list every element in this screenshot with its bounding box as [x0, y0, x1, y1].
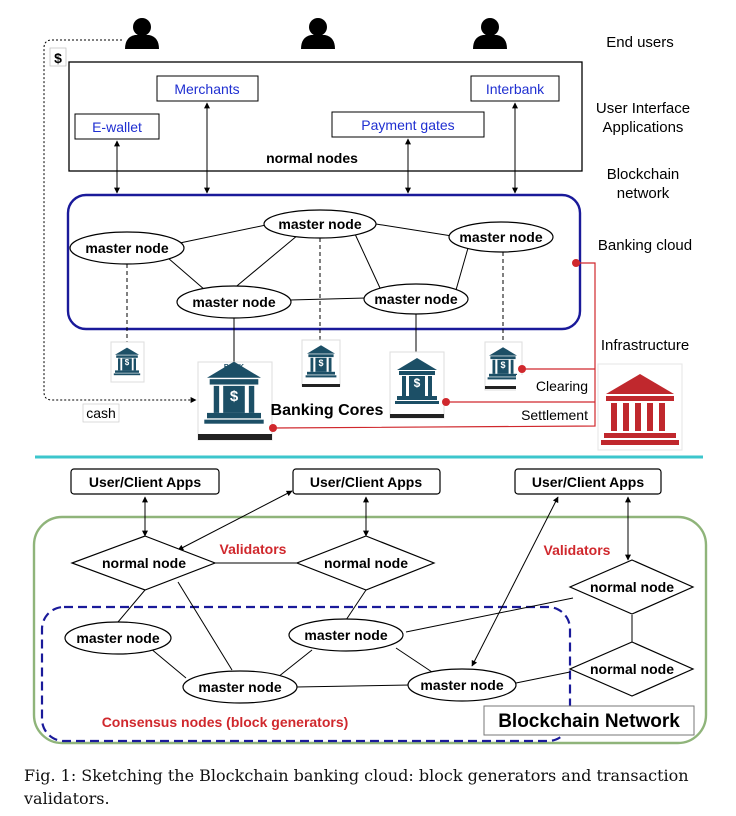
- normal-node: [568, 641, 695, 697]
- normal-nodes-label: normal nodes: [266, 150, 358, 166]
- normal-node-label: normal node: [590, 661, 674, 677]
- bank-building-icon: [389, 351, 445, 419]
- master-node: [407, 668, 517, 702]
- cash-flow-path: [43, 39, 197, 403]
- bank-building-icon: [110, 341, 145, 383]
- label-end-users: End users: [606, 34, 674, 51]
- blockchain-network-box: [32, 515, 708, 745]
- master-node-label: master node: [85, 240, 168, 256]
- connector-dot: [442, 398, 450, 406]
- master-node-label: master node: [278, 216, 361, 232]
- clearing-label: Clearing: [536, 378, 588, 394]
- master-node: [64, 621, 172, 655]
- app-payment-gates-label: Payment gates: [361, 117, 454, 133]
- app-interbank-label: Interbank: [486, 81, 545, 97]
- figure-caption: Fig. 1: Sketching the Blockchain banking…: [24, 766, 689, 808]
- app-payment-gates: [331, 111, 485, 138]
- connector-dot: [572, 259, 580, 267]
- label-ui-apps-1: User Interface: [596, 100, 690, 117]
- client-apps-box: [70, 468, 220, 495]
- user-icon: [301, 18, 335, 49]
- dollar-box: [49, 47, 67, 67]
- master-node-label: master node: [420, 677, 503, 693]
- label-blockchain-net-1: Blockchain: [607, 166, 680, 183]
- validators-label: Validators: [544, 542, 611, 558]
- master-node-label: master node: [192, 294, 275, 310]
- arrow-client: [471, 496, 559, 667]
- bank-dollar-glyph: $: [230, 388, 239, 405]
- infrastructure-bank-icon: [597, 363, 683, 451]
- settlement-label: Settlement: [521, 407, 588, 423]
- master-node-label: master node: [76, 630, 159, 646]
- bank-building-icon: BANK: [197, 361, 273, 441]
- client-apps-box: [514, 468, 662, 495]
- infrastructure-links: [272, 262, 596, 429]
- ui-applications-box: [68, 61, 583, 172]
- app-interbank: [470, 75, 560, 102]
- client-apps-label: User/Client Apps: [89, 474, 201, 490]
- normal-node: [568, 559, 695, 615]
- bank-dollar-glyph: $: [125, 358, 130, 367]
- connector-dot: [518, 365, 526, 373]
- app-merchants-label: Merchants: [174, 81, 239, 97]
- dollar-label: $: [54, 50, 62, 66]
- normal-node: [70, 535, 217, 591]
- bank-dollar-glyph: $: [500, 360, 505, 370]
- connector-dot: [269, 424, 277, 432]
- cash-box: [82, 403, 120, 423]
- label-infrastructure: Infrastructure: [601, 337, 689, 354]
- bottom-mesh: [117, 562, 633, 688]
- top-mesh: [167, 223, 469, 301]
- normal-node: [295, 535, 436, 591]
- arrow-client: [177, 490, 293, 551]
- blockchain-network-label-box: [483, 705, 695, 736]
- master-node-label: master node: [459, 229, 542, 245]
- blockchain-network-label: Blockchain Network: [498, 711, 680, 732]
- label-blockchain-net-2: network: [617, 185, 670, 202]
- bank-dollar-glyph: $: [414, 376, 421, 390]
- app-ewallet-label: E-wallet: [92, 119, 142, 135]
- bank-dollar-glyph: $: [318, 358, 323, 368]
- label-ui-apps-2: Applications: [603, 119, 684, 136]
- bank-sign: BANK: [224, 364, 244, 371]
- validators-label: Validators: [220, 541, 287, 557]
- master-node: [288, 618, 404, 652]
- app-ewallet: [74, 113, 160, 140]
- normal-node-label: normal node: [102, 555, 186, 571]
- normal-node-label: normal node: [590, 579, 674, 595]
- cash-label: cash: [86, 405, 116, 421]
- bank-building-icon: [301, 339, 341, 387]
- client-apps-label: User/Client Apps: [310, 474, 422, 490]
- banking-cloud-box: [66, 193, 582, 331]
- user-icon: [125, 18, 159, 49]
- normal-node-label: normal node: [324, 555, 408, 571]
- client-apps-label: User/Client Apps: [532, 474, 644, 490]
- master-node: [182, 670, 298, 704]
- consensus-region: [40, 605, 572, 743]
- master-node-label: master node: [198, 679, 281, 695]
- app-merchants: [156, 75, 259, 102]
- client-apps-box: [292, 468, 441, 495]
- label-banking-cloud: Banking cloud: [598, 237, 692, 254]
- consensus-label: Consensus nodes (block generators): [102, 714, 349, 730]
- master-node-label: master node: [304, 627, 387, 643]
- user-icon: [473, 18, 507, 49]
- master-node-label: master node: [374, 291, 457, 307]
- bank-building-icon: [484, 341, 523, 391]
- banking-cores-label: Banking Cores: [271, 402, 384, 419]
- master-node: [448, 221, 554, 253]
